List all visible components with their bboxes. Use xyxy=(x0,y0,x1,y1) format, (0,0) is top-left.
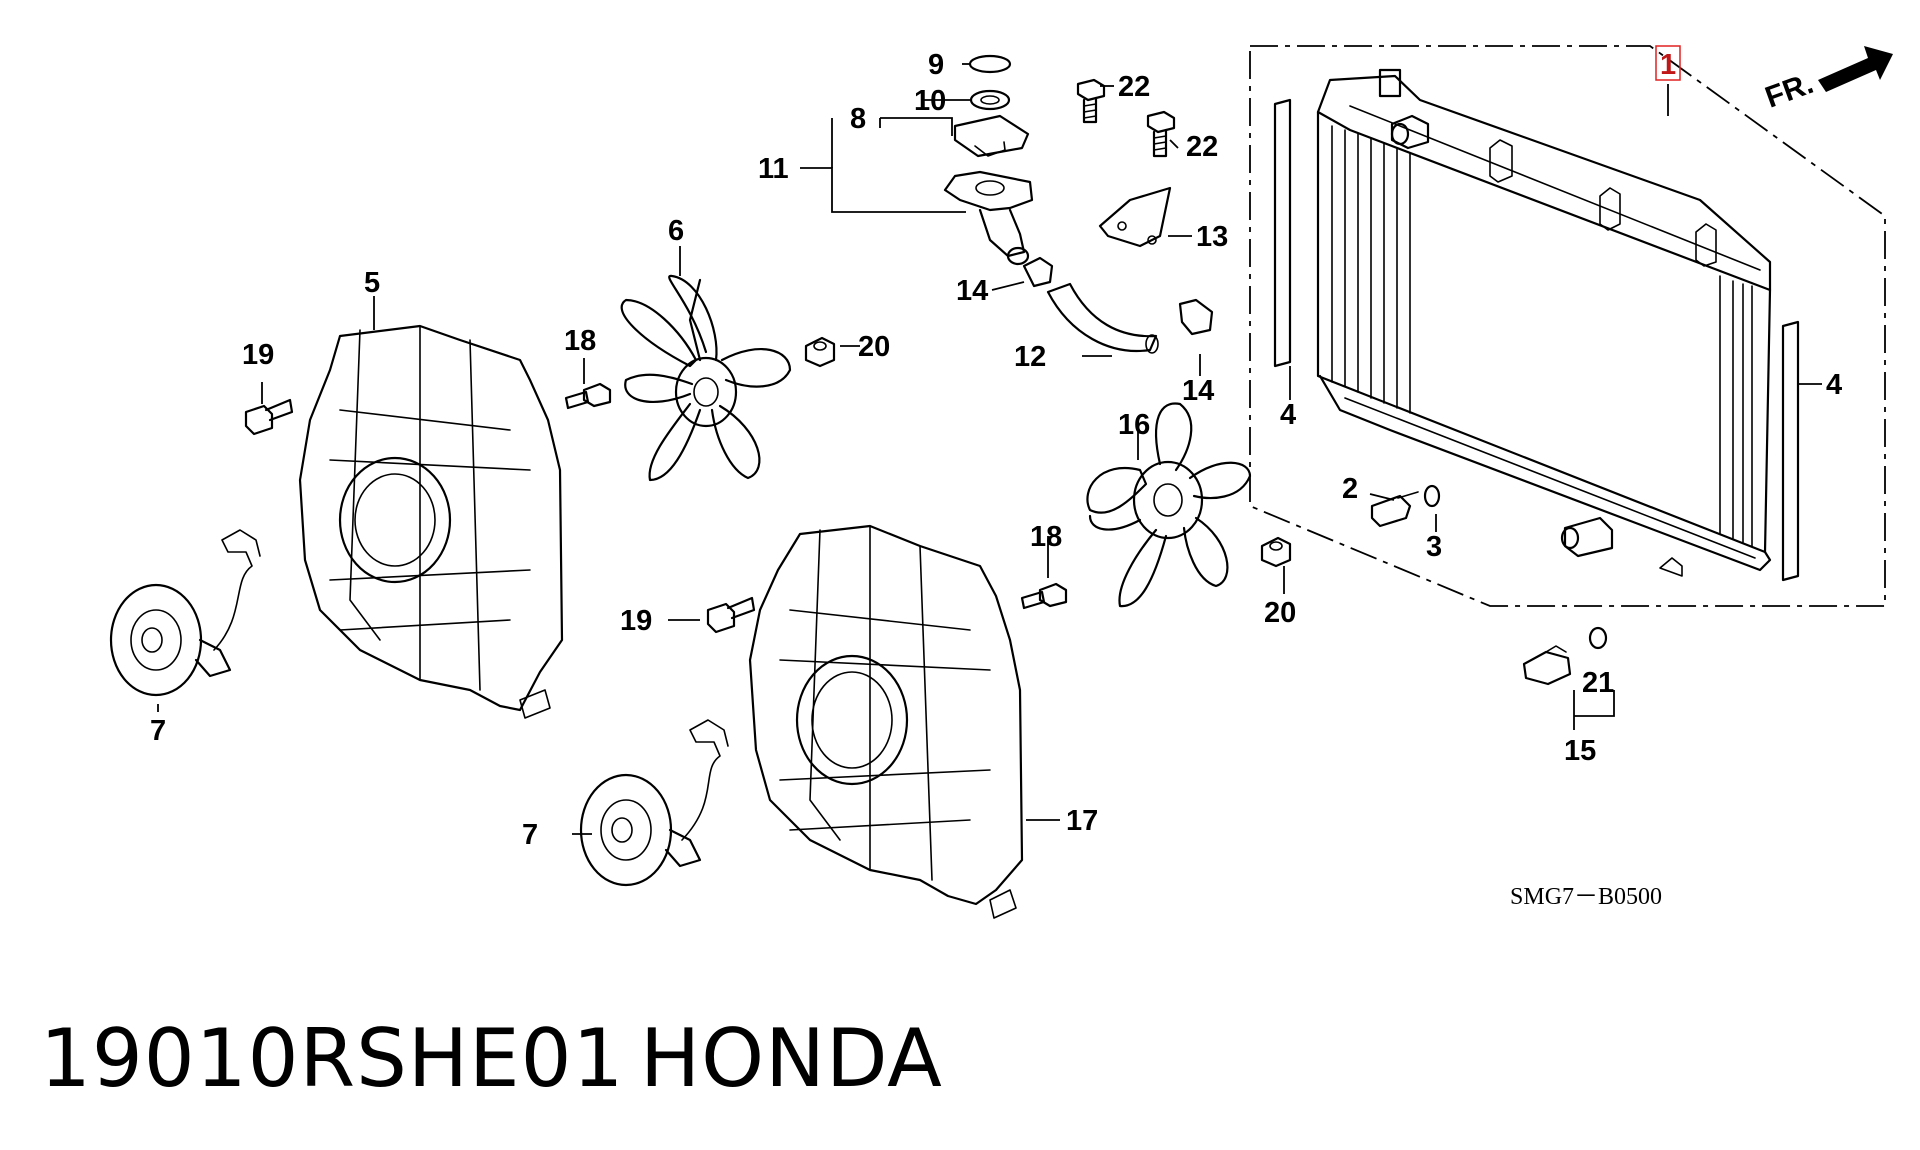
diagram-code: SMG7－B0500 xyxy=(1510,884,1662,910)
fan-motor-left[interactable] xyxy=(109,529,261,697)
callout-4-right: 4 xyxy=(1826,369,1842,401)
radiator-cap-o-ring[interactable] xyxy=(968,54,1012,74)
bolt-18-left[interactable] xyxy=(564,382,612,410)
cooling-fan-left[interactable] xyxy=(620,274,792,482)
radiator-seal-strip-left[interactable] xyxy=(1273,98,1292,368)
callout-14-right: 14 xyxy=(1182,375,1214,407)
radiator-assembly[interactable] xyxy=(1249,45,1886,607)
callout-16: 16 xyxy=(1118,409,1150,441)
nut-20-right[interactable] xyxy=(1260,536,1292,568)
callout-labels: 1 2 3 4 4 5 6 7 7 8 9 10 11 12 13 14 14 … xyxy=(150,45,1842,851)
callout-20-left: 20 xyxy=(858,331,890,363)
drain-plug[interactable] xyxy=(1370,491,1419,528)
filler-neck-bracket[interactable] xyxy=(1098,186,1172,248)
callout-17: 17 xyxy=(1066,805,1098,837)
callout-18-right: 18 xyxy=(1030,521,1062,553)
radiator-seal-strip-right[interactable] xyxy=(1781,320,1800,582)
radiator-cap-gasket[interactable] xyxy=(969,89,1011,111)
filler-neck[interactable] xyxy=(943,170,1034,266)
callout-9: 9 xyxy=(928,49,944,81)
leader-lines xyxy=(157,63,1822,835)
front-direction-label: FR. xyxy=(1761,67,1818,115)
callout-18-left: 18 xyxy=(564,325,596,357)
brand-name: HONDA xyxy=(640,1012,943,1105)
callout-7-left: 7 xyxy=(150,715,166,747)
callout-21: 21 xyxy=(1582,667,1614,699)
callout-3: 3 xyxy=(1426,531,1442,563)
callout-13: 13 xyxy=(1196,221,1228,253)
bolt-22-upper[interactable] xyxy=(1076,78,1106,124)
upper-hose[interactable] xyxy=(1046,282,1159,354)
sensor-washer[interactable] xyxy=(1588,626,1608,650)
part-number: 19010RSHE01 xyxy=(40,1012,625,1105)
bolt-22-lower[interactable] xyxy=(1146,110,1176,158)
callout-4-left: 4 xyxy=(1280,399,1296,431)
bolt-19-right[interactable] xyxy=(706,596,756,634)
callout-8: 8 xyxy=(850,103,866,135)
callout-1: 1 xyxy=(1660,49,1676,81)
callout-10: 10 xyxy=(914,85,946,117)
callout-19-left: 19 xyxy=(242,339,274,371)
fan-shroud-right[interactable] xyxy=(748,524,1024,919)
callout-20-right: 20 xyxy=(1264,597,1296,629)
fan-shroud-left[interactable] xyxy=(298,324,564,719)
drain-plug-o-ring[interactable] xyxy=(1423,484,1441,508)
hose-clamp-upper-right[interactable] xyxy=(1178,298,1214,336)
radiator-cap[interactable] xyxy=(953,114,1030,158)
bolt-19-left[interactable] xyxy=(244,398,294,436)
callout-19-right: 19 xyxy=(620,605,652,637)
callout-12: 12 xyxy=(1014,341,1046,373)
callout-22-upper: 22 xyxy=(1118,71,1150,103)
callout-2: 2 xyxy=(1342,473,1358,505)
temperature-sensor[interactable] xyxy=(1522,645,1572,686)
callout-22-lower: 22 xyxy=(1186,131,1218,163)
callout-11: 11 xyxy=(758,153,789,185)
highlight-box-callout-1 xyxy=(1655,45,1681,81)
callout-6: 6 xyxy=(668,215,684,247)
hose-clamp-upper-left[interactable] xyxy=(1022,256,1054,288)
callout-15: 15 xyxy=(1564,735,1596,767)
fan-motor-right[interactable] xyxy=(579,719,729,887)
front-direction-arrow-icon: FR. xyxy=(1761,46,1893,115)
cooling-fan-right[interactable] xyxy=(1086,402,1252,608)
nut-20-left[interactable] xyxy=(804,336,836,368)
bolt-18-right[interactable] xyxy=(1020,582,1068,610)
callout-5: 5 xyxy=(364,267,380,299)
callout-14-left: 14 xyxy=(956,275,988,307)
callout-7-right: 7 xyxy=(522,819,538,851)
